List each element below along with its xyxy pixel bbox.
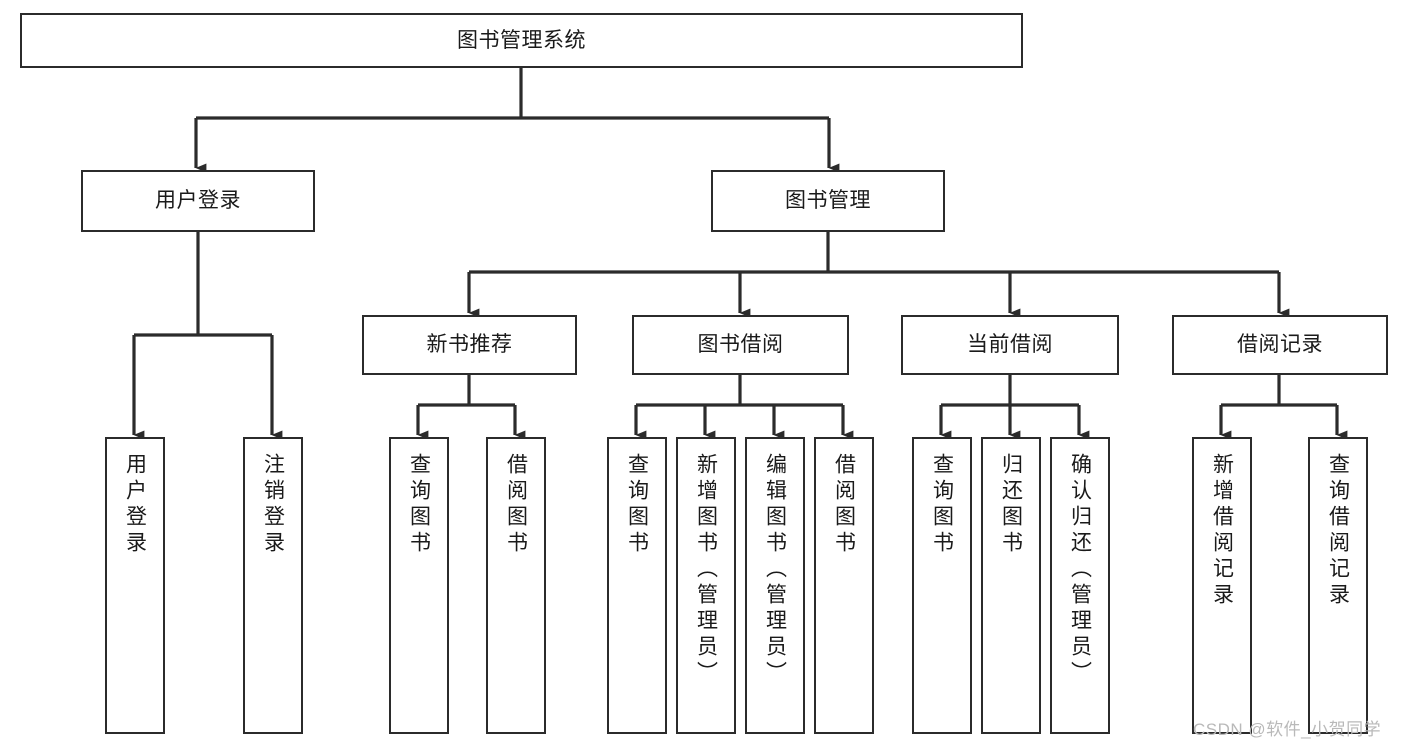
node-leaf-add-record[interactable]: 新增借阅记录: [1192, 437, 1252, 734]
node-label: 新增图书（管理员）: [694, 453, 718, 687]
connector-group-borrow-record: [1219, 375, 1348, 440]
node-label: 图书管理系统: [457, 28, 586, 52]
node-label: 用户登录: [155, 189, 241, 213]
node-label: 归还图书: [999, 453, 1023, 557]
node-label: 查询图书: [930, 453, 954, 557]
node-leaf-return-book[interactable]: 归还图书: [981, 437, 1041, 734]
node-label: 当前借阅: [967, 333, 1053, 357]
node-label: 新增借阅记录: [1210, 453, 1234, 609]
node-label: 编辑图书（管理员）: [763, 453, 787, 687]
node-leaf-user-login[interactable]: 用户登录: [105, 437, 165, 734]
connector-group-root: [194, 68, 840, 173]
node-label: 图书借阅: [697, 333, 784, 357]
connector-group-new-book-recommend: [416, 375, 526, 440]
node-label: 借阅图书: [504, 453, 528, 557]
connector-group-book-management: [467, 232, 1290, 318]
connector-group-user-login: [132, 232, 283, 440]
node-label: 新书推荐: [426, 333, 513, 357]
node-label: 确认归还（管理员）: [1068, 453, 1092, 687]
node-leaf-edit-book[interactable]: 编辑图书（管理员）: [745, 437, 805, 734]
node-root-system[interactable]: 图书管理系统: [20, 13, 1023, 68]
node-leaf-query-book-1[interactable]: 查询图书: [389, 437, 449, 734]
node-leaf-borrow-book-1[interactable]: 借阅图书: [486, 437, 546, 734]
node-leaf-confirm-return[interactable]: 确认归还（管理员）: [1050, 437, 1110, 734]
node-current-borrow[interactable]: 当前借阅: [901, 315, 1119, 375]
node-leaf-query-book-3[interactable]: 查询图书: [912, 437, 972, 734]
node-borrow-record[interactable]: 借阅记录: [1172, 315, 1388, 375]
node-user-login[interactable]: 用户登录: [81, 170, 315, 232]
node-label: 查询借阅记录: [1326, 453, 1350, 609]
node-label: 用户登录: [123, 453, 147, 557]
node-leaf-logout[interactable]: 注销登录: [243, 437, 303, 734]
node-label: 借阅记录: [1237, 333, 1323, 357]
node-label: 注销登录: [261, 453, 285, 557]
node-label: 图书管理: [785, 189, 871, 213]
node-label: 查询图书: [407, 453, 431, 557]
node-label: 借阅图书: [832, 453, 856, 557]
node-leaf-add-book[interactable]: 新增图书（管理员）: [676, 437, 736, 734]
node-new-book-recommend[interactable]: 新书推荐: [362, 315, 577, 375]
node-leaf-borrow-book-2[interactable]: 借阅图书: [814, 437, 874, 734]
node-leaf-query-record[interactable]: 查询借阅记录: [1308, 437, 1368, 734]
connector-group-current-borrow: [939, 375, 1090, 440]
node-label: 查询图书: [625, 453, 649, 557]
node-leaf-query-book-2[interactable]: 查询图书: [607, 437, 667, 734]
node-book-borrow[interactable]: 图书借阅: [632, 315, 849, 375]
node-book-management[interactable]: 图书管理: [711, 170, 945, 232]
connector-group-book-borrow: [634, 375, 854, 440]
